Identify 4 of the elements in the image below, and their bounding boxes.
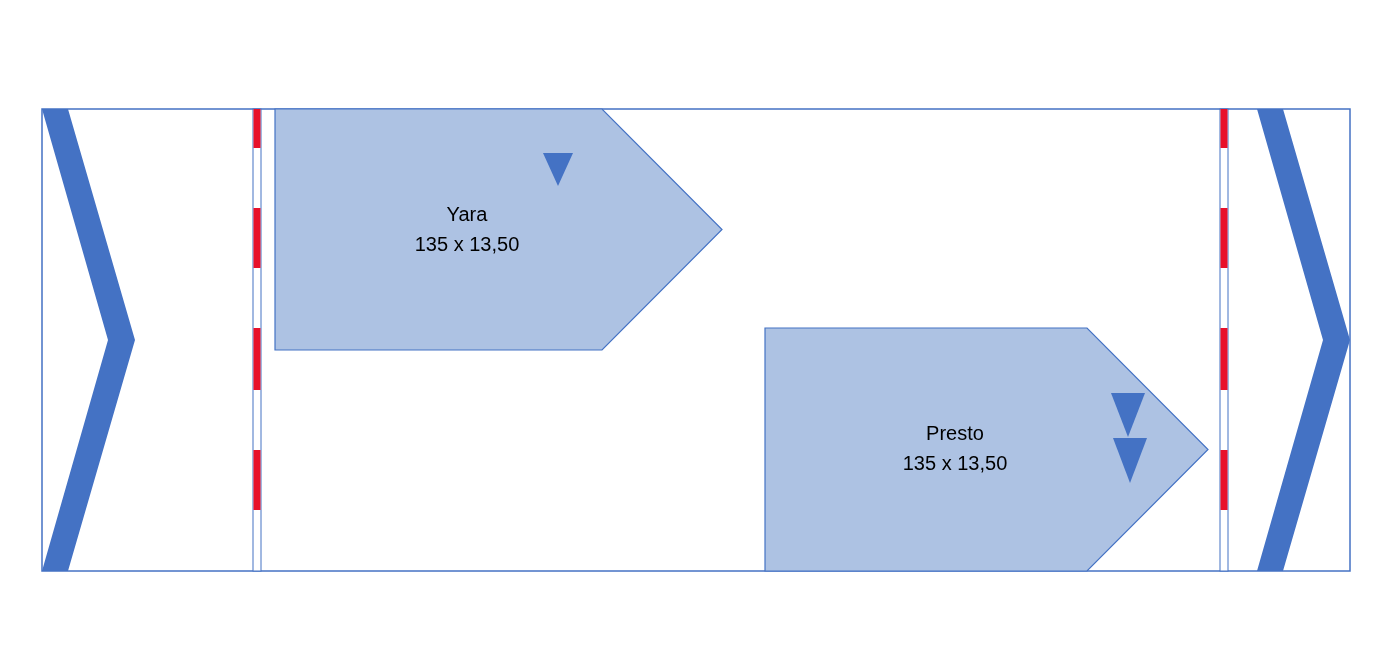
- ship-name: Presto: [926, 421, 984, 446]
- ship-name: Yara: [446, 202, 488, 227]
- ship-dimensions: 135 x 13,50: [902, 451, 1008, 476]
- ship-dimensions: 135 x 13,50: [414, 232, 520, 257]
